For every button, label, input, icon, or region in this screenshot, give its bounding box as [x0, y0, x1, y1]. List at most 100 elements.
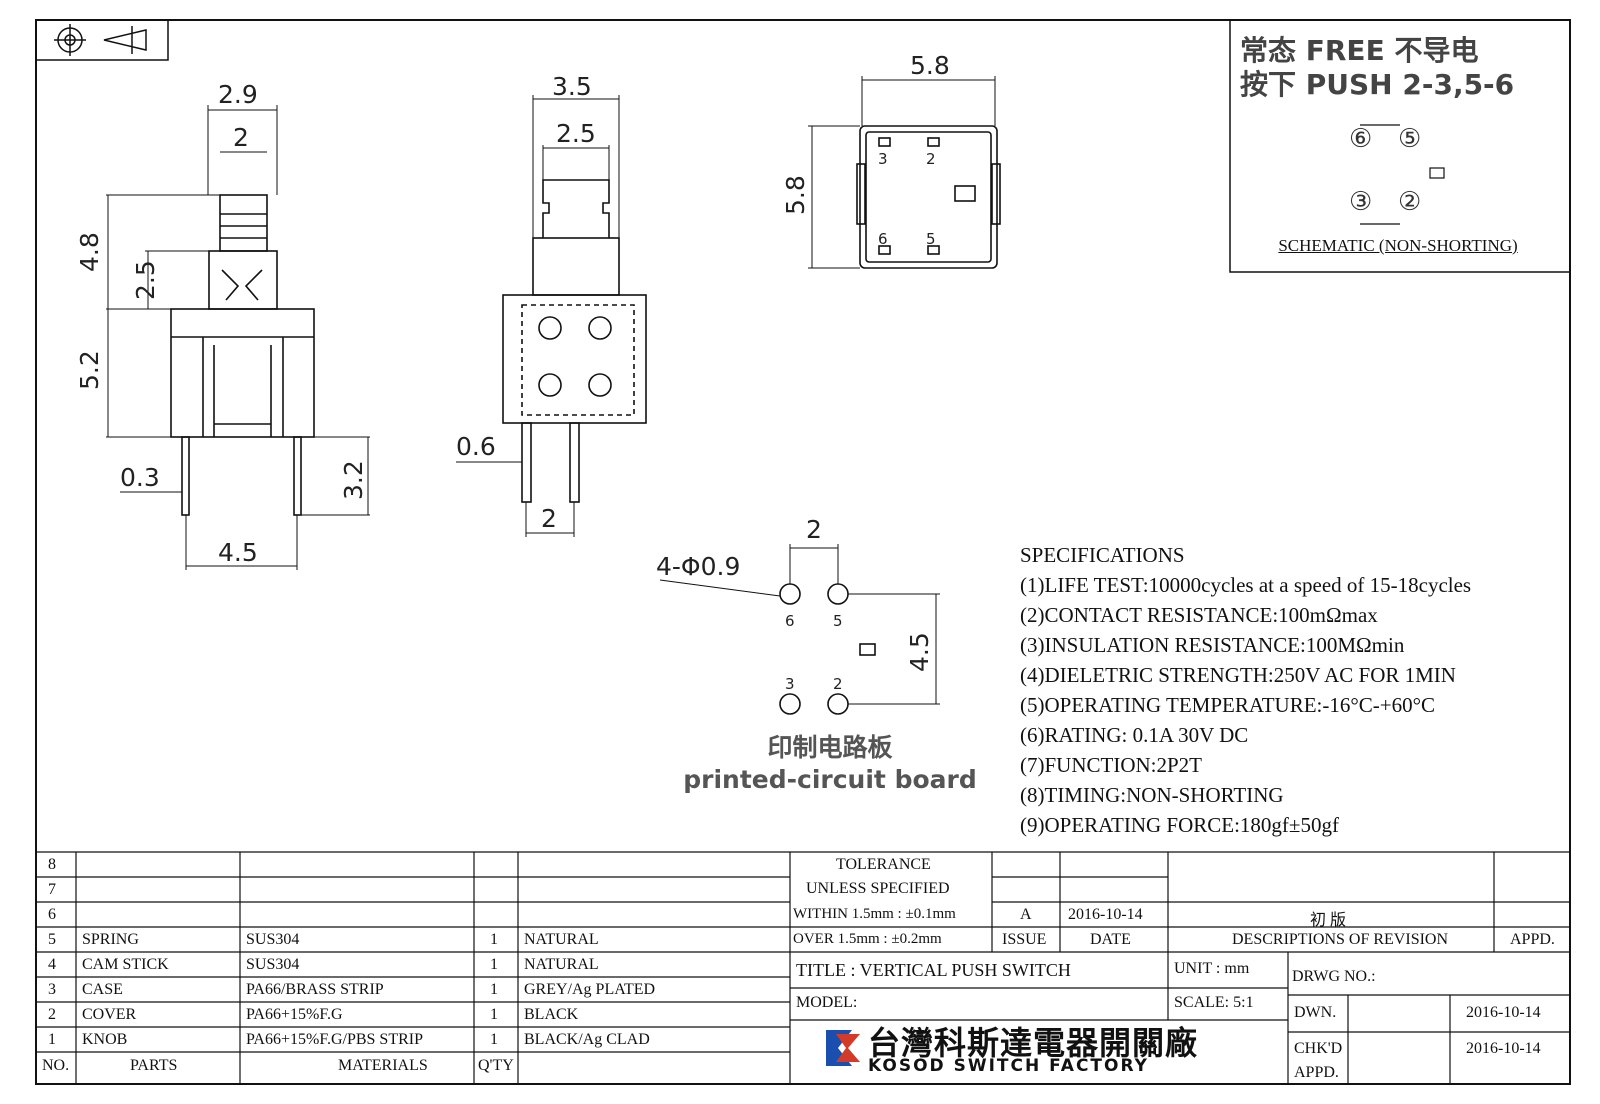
- table-row-finish: BLACK: [524, 1006, 579, 1023]
- schematic-diagram: [1360, 124, 1445, 225]
- top-pin-label: 3: [878, 150, 888, 168]
- schematic-pin: ⑤: [1398, 124, 1421, 154]
- table-header-materials: MATERIALS: [338, 1057, 428, 1074]
- spec-item: (7)FUNCTION:2P2T: [1020, 753, 1202, 777]
- spec-item: (1)LIFE TEST:10000cycles at a speed of 1…: [1020, 573, 1472, 597]
- schematic-pin: ②: [1398, 187, 1421, 217]
- schematic-title: 常态 FREE 不导电 按下 PUSH 2-3,5-6: [1240, 34, 1570, 102]
- dwn-date: 2016-10-14: [1466, 1004, 1541, 1021]
- table-row-qty: 1: [490, 931, 498, 948]
- pcb-pin-label: 3: [785, 675, 795, 693]
- table-row-no: 7: [48, 881, 56, 898]
- table-header-no: NO.: [42, 1057, 70, 1074]
- table-grid: [36, 851, 1570, 1084]
- table-row-material: SUS304: [246, 956, 300, 973]
- dim-top-height: 5.8: [781, 175, 810, 215]
- pcb-view: [779, 583, 876, 715]
- model-label: MODEL:: [796, 994, 858, 1011]
- pcb-pin-label: 6: [785, 612, 795, 630]
- schematic-pin: ⑥: [1349, 124, 1372, 154]
- table-row-no: 8: [48, 856, 56, 873]
- scale-label: SCALE: 5:1: [1174, 994, 1254, 1011]
- table-row-no: 3: [48, 981, 56, 998]
- pcb-view-dims: [659, 544, 940, 705]
- table-row-no: 2: [48, 1006, 56, 1023]
- spec-item: (3)INSULATION RESISTANCE:100MΩmin: [1020, 633, 1405, 657]
- dim-side-pin-width: 0.3: [120, 463, 160, 492]
- dim-side-pin-pitch: 4.5: [218, 538, 258, 567]
- schematic-line-free: 常态 FREE 不导电: [1240, 34, 1479, 67]
- dim-front-pin-pitch: 2: [541, 504, 557, 533]
- dim-side-inner-width: 2: [233, 123, 249, 152]
- pcb-caption-en: printed-circuit board: [683, 765, 977, 794]
- side-view: [170, 194, 315, 516]
- dim-pcb-hole: 4-Φ0.9: [656, 552, 740, 581]
- spec-item: (6)RATING: 0.1A 30V DC: [1020, 723, 1249, 747]
- dim-top-width: 5.8: [910, 51, 950, 80]
- company-logo-mark: [826, 1030, 860, 1066]
- top-pin-label: 2: [926, 150, 936, 168]
- table-row-finish: BLACK/Ag CLAD: [524, 1031, 650, 1048]
- company-name-cn: 台灣科斯達電器開關廠: [868, 1024, 1199, 1062]
- appd-label: APPD.: [1510, 931, 1555, 948]
- spec-item: (9)OPERATING FORCE:180gf±50gf: [1020, 813, 1339, 837]
- table-row-finish: GREY/Ag PLATED: [524, 981, 656, 998]
- top-view: [856, 125, 1001, 269]
- table-header-parts: PARTS: [130, 1057, 178, 1074]
- pcb-pin-label: 5: [833, 612, 843, 630]
- tolerance-within: WITHIN 1.5mm : ±0.1mm: [793, 906, 956, 922]
- pcb-pin-label: 2: [833, 675, 843, 693]
- table-row-finish: NATURAL: [524, 956, 599, 973]
- sheet-border: [35, 19, 1571, 1085]
- spec-item: (2)CONTACT RESISTANCE:100mΩmax: [1020, 603, 1378, 627]
- dim-side-top-width: 2.9: [218, 80, 258, 109]
- table-row-material: PA66/BRASS STRIP: [246, 981, 384, 998]
- top-pin-label: 6: [878, 230, 888, 248]
- spec-item: (8)TIMING:NON-SHORTING: [1020, 783, 1284, 807]
- dim-side-knob-height: 4.8: [75, 232, 104, 272]
- schematic-caption: SCHEMATIC (NON-SHORTING): [1278, 236, 1518, 255]
- top-pin-label: 5: [926, 230, 936, 248]
- table-row-qty: 1: [490, 956, 498, 973]
- table-header-qty: Q'TY: [478, 1057, 514, 1074]
- dwn-label: DWN.: [1294, 1004, 1337, 1021]
- table-row-finish: NATURAL: [524, 931, 599, 948]
- revision-description: 初 版: [1310, 912, 1347, 929]
- chkd-date: 2016-10-14: [1466, 1040, 1541, 1057]
- date-label: DATE: [1090, 931, 1131, 948]
- tolerance-label: TOLERANCE: [836, 856, 931, 873]
- table-row-no: 1: [48, 1031, 56, 1048]
- issue-value: A: [1020, 906, 1032, 923]
- dim-side-cam-height: 2.5: [131, 260, 160, 300]
- drwg-no-label: DRWG NO.:: [1292, 968, 1376, 985]
- table-row-qty: 1: [490, 1031, 498, 1048]
- table-row-part: CAM STICK: [82, 956, 169, 973]
- drawing-title: TITLE : VERTICAL PUSH SWITCH: [796, 960, 1071, 980]
- unless-specified-label: UNLESS SPECIFIED: [806, 880, 950, 897]
- dim-front-pin-width: 0.6: [456, 432, 496, 461]
- pcb-caption: 印制电路板 printed-circuit board: [680, 732, 980, 796]
- table-row-part: SPRING: [82, 931, 139, 948]
- front-view-dims: [456, 95, 620, 537]
- side-view-dims: [106, 105, 370, 570]
- table-row-material: PA66+15%F.G: [246, 1006, 343, 1023]
- spec-item: (5)OPERATING TEMPERATURE:-16°C-+60°C: [1020, 693, 1436, 717]
- table-row-qty: 1: [490, 1006, 498, 1023]
- table-row-no: 5: [48, 931, 56, 948]
- dim-front-inner-width: 2.5: [556, 119, 596, 148]
- table-row-part: CASE: [82, 981, 123, 998]
- dim-pcb-pitch-y: 4.5: [905, 632, 934, 672]
- descriptions-label: DESCRIPTIONS OF REVISION: [1232, 931, 1449, 948]
- dim-pcb-pitch-x: 2: [806, 515, 822, 544]
- table-row-qty: 1: [490, 981, 498, 998]
- table-row-no: 6: [48, 906, 56, 923]
- appd2-label: APPD.: [1294, 1064, 1339, 1081]
- specifications-block: SPECIFICATIONS (1)LIFE TEST:10000cycles …: [1020, 540, 1580, 840]
- schematic-line-push: 按下 PUSH 2-3,5-6: [1240, 68, 1515, 101]
- chkd-label: CHK'D: [1294, 1040, 1343, 1057]
- table-row-part: KNOB: [82, 1031, 128, 1048]
- tolerance-over: OVER 1.5mm : ±0.2mm: [793, 931, 942, 947]
- specifications-title: SPECIFICATIONS: [1020, 543, 1185, 567]
